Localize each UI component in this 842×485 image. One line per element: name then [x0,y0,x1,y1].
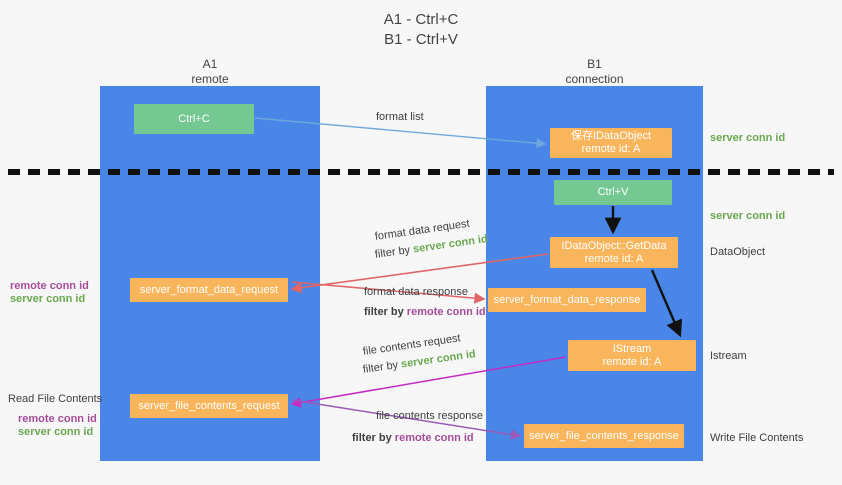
edge-label-file-contents-response: file contents response [376,410,484,422]
node-ctrl-c[interactable]: Ctrl+C [134,104,254,134]
node-server-file-contents-response[interactable]: server_file_contents_response [524,424,684,448]
edge-label-file-contents-request-group: file contents request filter by server c… [362,332,476,377]
node-ctrl-v-label: Ctrl+V [597,186,629,198]
filter-by-text-1: filter by [374,244,411,261]
node-server-file-contents-request-label: server_file_contents_request [138,399,280,412]
node-server-format-data-response[interactable]: server_format_data_response [488,288,646,312]
left-label-server-conn-id-bottom: server conn id [18,426,94,438]
remote-conn-id-text-2: remote conn id [394,432,474,444]
node-server-format-data-response-label: server_format_data_response [493,293,641,306]
node-ctrl-v[interactable]: Ctrl+V [554,180,672,205]
lane-b1-name: B1 [587,57,602,71]
filter-by-text-4: filter by [352,432,392,444]
remote-conn-id-text-1: remote conn id [406,306,486,318]
left-label-server-conn-id-mid: server conn id [10,293,86,305]
node-idataobject-getdata[interactable]: IDataObject::GetData remote id: A [550,237,678,268]
right-label-server-conn-id-top: server conn id [710,132,786,144]
filter-by-text-3: filter by [362,359,399,376]
page-title-line-2: B1 - Ctrl+V [384,31,458,48]
lane-header-b1: B1 connection [486,57,703,87]
edge-label-format-data-response-filter: filter by remote conn id [364,305,486,319]
node-getdata-line1: IDataObject::GetData [561,239,667,252]
node-server-file-contents-response-label: server_file_contents_response [529,429,679,442]
node-getdata-line2: remote id: A [584,252,644,265]
left-label-remote-conn-id-bottom: remote conn id [18,413,97,425]
right-label-istream: Istream [710,350,747,362]
right-label-server-conn-id-second: server conn id [710,210,786,222]
node-istream-line1: IStream [612,342,652,355]
right-label-write-file-contents: Write File Contents [710,432,804,444]
edge-label-file-contents-response-filter: filter by remote conn id [352,431,483,445]
left-label-read-file-contents: Read File Contents [8,393,103,405]
node-save-idataobject-line2: remote id: A [581,143,641,155]
page-title-line-1: A1 - Ctrl+C [383,11,459,28]
node-istream[interactable]: IStream remote id: A [568,340,696,371]
edge-label-file-contents-response-group: file contents response filter by remote … [352,409,484,445]
node-ctrl-c-label: Ctrl+C [178,112,210,125]
lane-b1-role: connection [565,72,624,86]
node-server-format-data-request-label: server_format_data_request [139,283,279,296]
lane-header-a1: A1 remote [100,57,320,87]
lane-a1-role: remote [191,72,229,86]
node-istream-line2: remote id: A [602,355,662,368]
left-label-remote-conn-id-mid: remote conn id [10,280,89,292]
edge-label-format-data-response-group: format data response filter by remote co… [364,285,486,319]
edge-label-format-data-response: format data response [364,286,468,298]
right-label-dataobject: DataObject [710,246,766,258]
edge-label-format-data-request-group: format data request filter by server con… [374,218,488,262]
node-save-idataobject-line1: 保存IDataObject [570,130,652,142]
page-title: A1 - Ctrl+C B1 - Ctrl+V [0,10,842,50]
edge-label-format-list: format list [376,111,424,123]
node-server-format-data-request[interactable]: server_format_data_request [130,278,288,302]
node-save-idataobject[interactable]: 保存IDataObject remote id: A [550,128,672,158]
lane-a1-name: A1 [202,57,218,71]
node-server-file-contents-request[interactable]: server_file_contents_request [130,394,288,418]
filter-by-text-2: filter by [364,306,404,318]
